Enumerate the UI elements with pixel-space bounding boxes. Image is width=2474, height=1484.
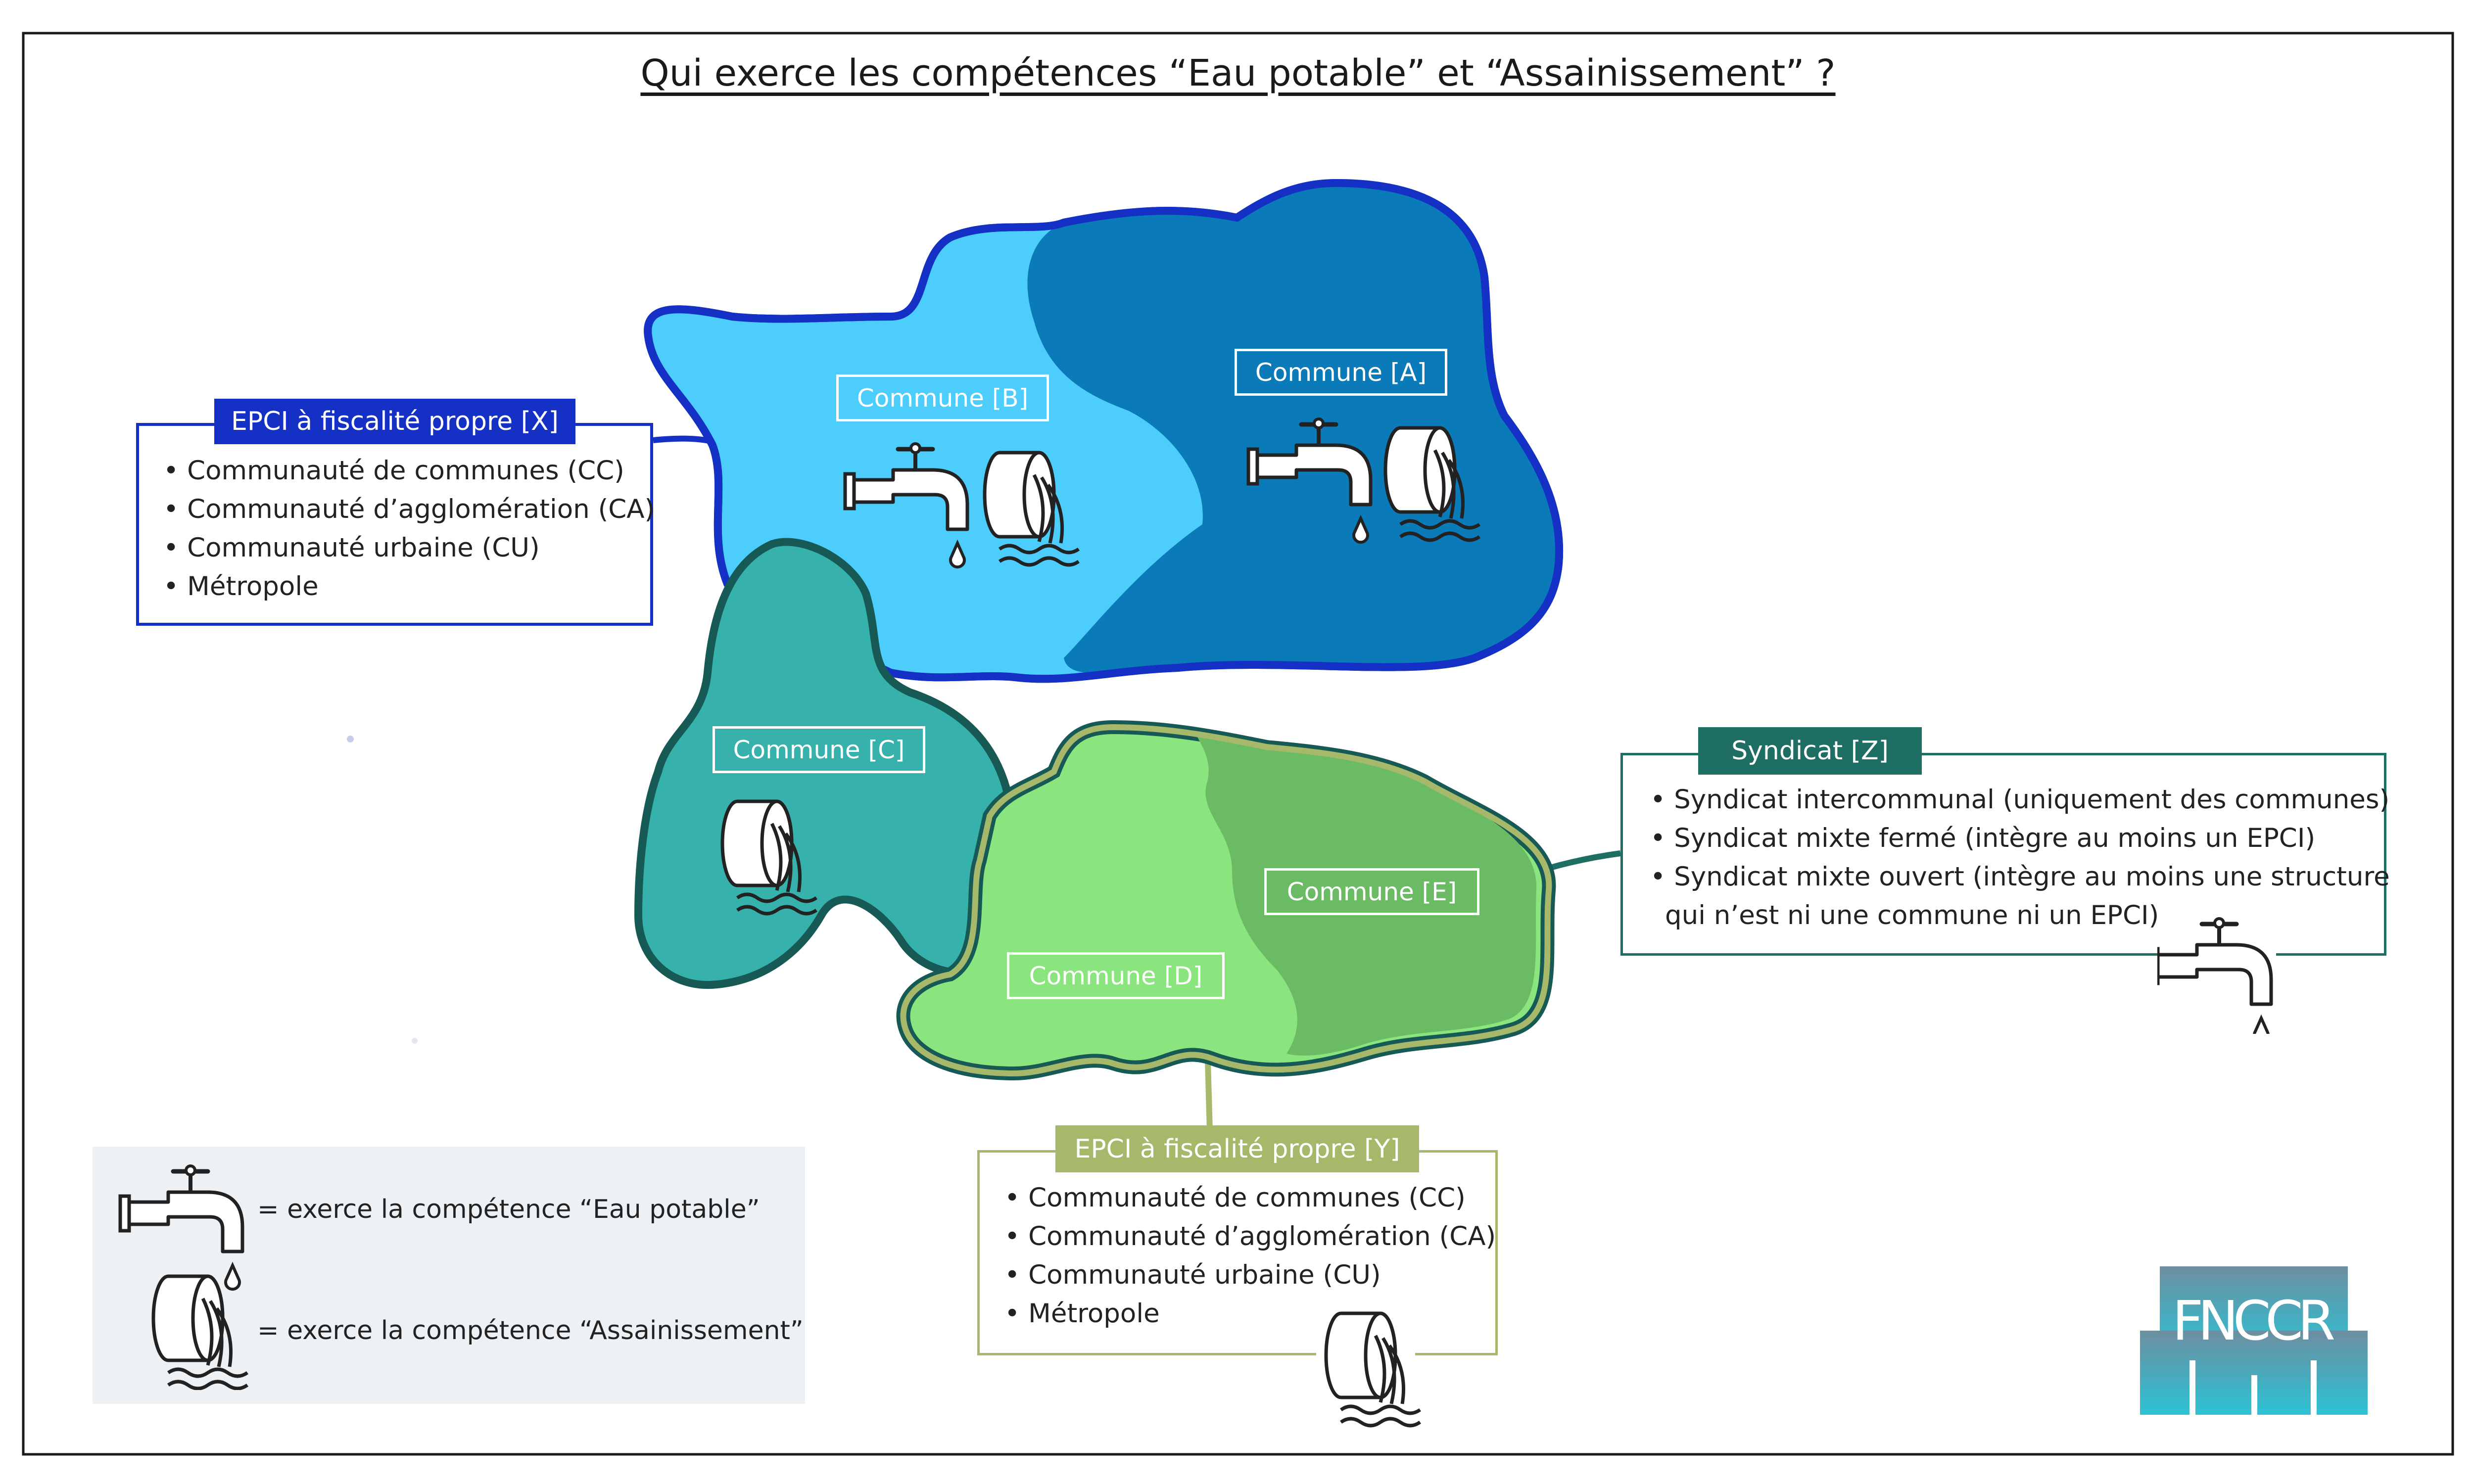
- epci-x-item: • Métropole: [163, 571, 319, 602]
- box-syndicat-z: [1620, 753, 2386, 956]
- legend-icons: [114, 1153, 262, 1390]
- stray-dot: [412, 1038, 418, 1044]
- epci-x-item: • Communauté de communes (CC): [163, 456, 624, 486]
- epci-y-item: • Métropole: [1004, 1298, 1160, 1329]
- pipe-outflow-icon-legend: [153, 1276, 247, 1389]
- syndicat-item: • Syndicat intercommunal (uniquement des…: [1650, 785, 2390, 815]
- tag-epci-x: EPCI à fiscalité propre [X]: [214, 399, 575, 444]
- tap-icon-syndicat: [2157, 905, 2276, 1034]
- outer-frame: [22, 32, 2454, 1456]
- stray-dot: [347, 736, 354, 742]
- syndicat-item: qui n’est ni une commune ni un EPCI): [1665, 900, 2159, 930]
- syndicat-item: • Syndicat mixte ouvert (intègre au moin…: [1650, 862, 2390, 892]
- epci-x-item: • Communauté urbaine (CU): [163, 533, 540, 563]
- epci-y-item: • Communauté de communes (CC): [1004, 1183, 1466, 1213]
- epci-x-item: • Communauté d’agglomération (CA): [163, 494, 655, 524]
- label-commune-e: Commune [E]: [1264, 868, 1479, 915]
- territory-commune-a: [1027, 183, 1560, 673]
- label-commune-b: Commune [B]: [836, 374, 1049, 421]
- territory-epci-y-outline: [900, 724, 1552, 1077]
- label-commune-a: Commune [A]: [1235, 349, 1447, 396]
- page-title: Qui exerce les compétences “Eau potable”…: [640, 52, 1836, 94]
- connector-syndicat: [1548, 850, 1621, 871]
- legend-eau-potable: = exerce la compétence “Eau potable”: [257, 1195, 760, 1224]
- tag-syndicat-z: Syndicat [Z]: [1698, 727, 1922, 775]
- epci-y-item: • Communauté d’agglomération (CA): [1004, 1221, 1496, 1252]
- syndicat-item: • Syndicat mixte fermé (intègre au moins…: [1650, 823, 2316, 853]
- legend-assainissement: = exerce la compétence “Assainissement”: [257, 1316, 804, 1345]
- epci-y-item: • Communauté urbaine (CU): [1004, 1260, 1381, 1290]
- fnccr-logo: FNCCR: [2140, 1266, 2368, 1415]
- territory-commune-e: [1197, 737, 1537, 1056]
- logo-text: FNCCR: [2172, 1289, 2335, 1352]
- label-commune-c: Commune [C]: [713, 726, 925, 773]
- tag-epci-y: EPCI à fiscalité propre [Y]: [1055, 1125, 1419, 1172]
- pipe-outflow-icon-epci-y: [1316, 1306, 1425, 1435]
- tap-icon-legend: [120, 1166, 242, 1289]
- label-commune-d: Commune [D]: [1007, 952, 1225, 999]
